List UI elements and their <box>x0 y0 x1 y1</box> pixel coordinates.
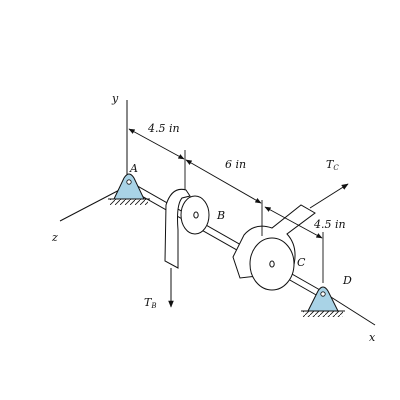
support-a <box>108 173 150 205</box>
x-axis-label: x <box>369 331 376 344</box>
dim-line-bc <box>185 159 262 204</box>
z-axis <box>59 185 128 222</box>
dimension-lines <box>128 128 323 239</box>
torque-tc-label: TC <box>326 158 339 172</box>
point-c-label: C <box>297 256 306 269</box>
point-d-label: D <box>342 274 352 287</box>
dim-cd-label: 4.5 in <box>313 218 346 231</box>
y-axis-label: y <box>111 92 119 105</box>
bearing-d <box>307 286 339 312</box>
pulley-b <box>164 188 210 269</box>
pulley-c <box>232 204 316 291</box>
z-axis-label: z <box>51 231 58 244</box>
ground-hatch-a <box>110 199 148 205</box>
bearing-a <box>113 173 145 200</box>
dim-line-cd <box>264 206 323 239</box>
ground-hatch-d <box>303 311 343 317</box>
dim-bc-label: 6 in <box>225 158 246 171</box>
dim-line-ab <box>128 128 185 160</box>
dim-ab-label: 4.5 in <box>147 122 180 135</box>
point-b-label: B <box>216 209 225 222</box>
point-a-label: A <box>129 162 138 175</box>
torque-tc-arrow <box>309 183 349 209</box>
torque-tb-label: TB <box>144 296 157 310</box>
dimension-extensions <box>184 150 324 283</box>
support-d <box>301 286 345 317</box>
